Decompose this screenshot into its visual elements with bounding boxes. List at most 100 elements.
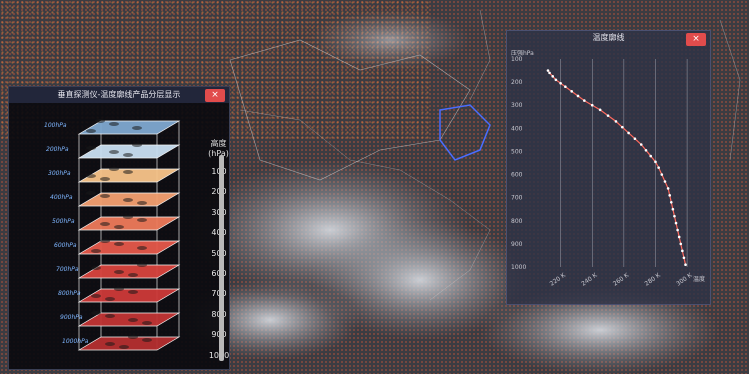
layer-texture-patch [109,150,119,154]
layer-label[interactable]: 100hPa [44,122,67,129]
profile-point[interactable] [546,69,550,72]
profile-point[interactable] [681,249,684,253]
layer-texture-patch [86,174,96,178]
profile-point[interactable] [614,120,618,123]
profile-point[interactable] [627,131,630,135]
layer-label[interactable]: 600hPa [54,242,77,249]
profile-point[interactable] [554,78,558,82]
profile-point[interactable] [679,242,683,246]
profile-point[interactable] [660,173,664,176]
layer-texture-patch [128,318,138,322]
profile-point[interactable] [590,103,594,107]
layer-panel-close-button[interactable]: × [205,89,225,102]
x-tick-label: 260 K [612,271,631,287]
layer-texture-patch [91,266,101,270]
profile-point[interactable] [674,221,678,225]
layer-texture-patch [119,345,129,349]
axis-title-line2: (hPa) [208,149,229,158]
layer-stack-3d[interactable] [9,103,214,369]
layer-texture-patch [100,177,110,181]
profile-point[interactable] [639,143,643,146]
profile-point[interactable] [583,99,586,102]
profile-point[interactable] [649,154,653,158]
profile-point[interactable] [666,187,670,190]
layer-texture-patch [86,191,96,195]
x-tick-label: 220 K [549,271,568,287]
axis-title-line1: 高度 [210,139,227,148]
profile-point[interactable] [564,85,567,89]
pressure-layer-plane[interactable] [77,120,181,135]
profile-panel-close-button[interactable]: × [686,33,706,46]
profile-point[interactable] [559,81,562,85]
profile-point[interactable] [548,71,551,75]
y-axis-name: 压强hPa [511,50,534,57]
layer-texture-patch [91,311,101,315]
pressure-layer-plane[interactable] [77,336,181,351]
altitude-slider[interactable] [219,155,224,361]
y-tick-label: 200 [511,79,523,86]
layer-label[interactable]: 300hPa [48,170,71,177]
profile-point[interactable] [671,207,675,211]
profile-point[interactable] [633,137,637,141]
profile-point[interactable] [677,235,681,239]
layer-label[interactable]: 900hPa [60,314,83,321]
profile-point[interactable] [663,180,667,183]
layer-texture-patch [109,122,119,126]
pressure-layer-plane[interactable] [77,288,181,303]
layer-display-panel: 垂直探测仪-温度廓线产品分层显示 × 100hPa 200hPa 300hPa 400… [8,86,230,370]
x-axis-name: 温度 [693,275,705,283]
layer-label[interactable]: 200hPa [46,146,69,153]
layer-texture-patch [100,194,110,198]
layer-panel-title: 垂直探测仪-温度廓线产品分层显示 [9,87,229,103]
layer-texture-patch [132,126,142,130]
profile-point[interactable] [644,148,648,152]
profile-point[interactable] [668,194,672,197]
y-tick-label: 500 [511,148,523,155]
profile-point[interactable] [682,256,686,260]
y-tick-label: 1000 [511,264,526,271]
layer-texture-patch [142,321,152,325]
y-tick-label: 800 [511,218,523,225]
layer-texture-patch [137,246,147,250]
layer-texture-patch [128,290,138,294]
profile-point[interactable] [620,125,624,129]
layer-texture-patch [91,294,101,298]
profile-point[interactable] [654,160,657,164]
layer-label[interactable]: 1000hPa [62,338,89,345]
layer-texture-patch [128,335,138,339]
layer-texture-patch [123,170,133,174]
profile-point[interactable] [673,214,676,218]
layer-texture-patch [114,225,124,229]
layer-texture-patch [132,143,142,147]
pressure-layer-plane[interactable] [77,216,181,231]
y-tick-label: 700 [511,195,523,202]
temperature-profile-line [547,70,687,265]
profile-point[interactable] [669,200,673,204]
profile-point[interactable] [576,94,580,98]
layer-label[interactable]: 500hPa [52,218,75,225]
profile-point[interactable] [684,263,687,266]
profile-point[interactable] [551,75,555,78]
layer-texture-patch [137,218,147,222]
profile-panel-title: 温度廓线 [592,33,625,42]
y-tick-label: 600 [511,172,523,179]
profile-point[interactable] [606,114,610,117]
layer-texture-patch [91,249,101,253]
y-tick-label: 400 [511,125,523,132]
profile-point[interactable] [598,108,602,112]
pressure-layer-plane[interactable] [77,240,181,255]
profile-point[interactable] [657,166,660,169]
profile-point[interactable] [676,228,679,232]
layer-texture-patch [100,222,110,226]
layer-texture-patch [128,273,138,277]
y-tick-label: 100 [511,56,523,63]
layer-label[interactable]: 800hPa [58,290,81,297]
layer-texture-patch [114,270,124,274]
profile-point[interactable] [570,90,573,93]
x-tick-label: 280 K [644,271,663,287]
layer-label[interactable]: 700hPa [56,266,79,273]
layer-label[interactable]: 400hPa [50,194,73,201]
layer-texture-patch [105,342,115,346]
